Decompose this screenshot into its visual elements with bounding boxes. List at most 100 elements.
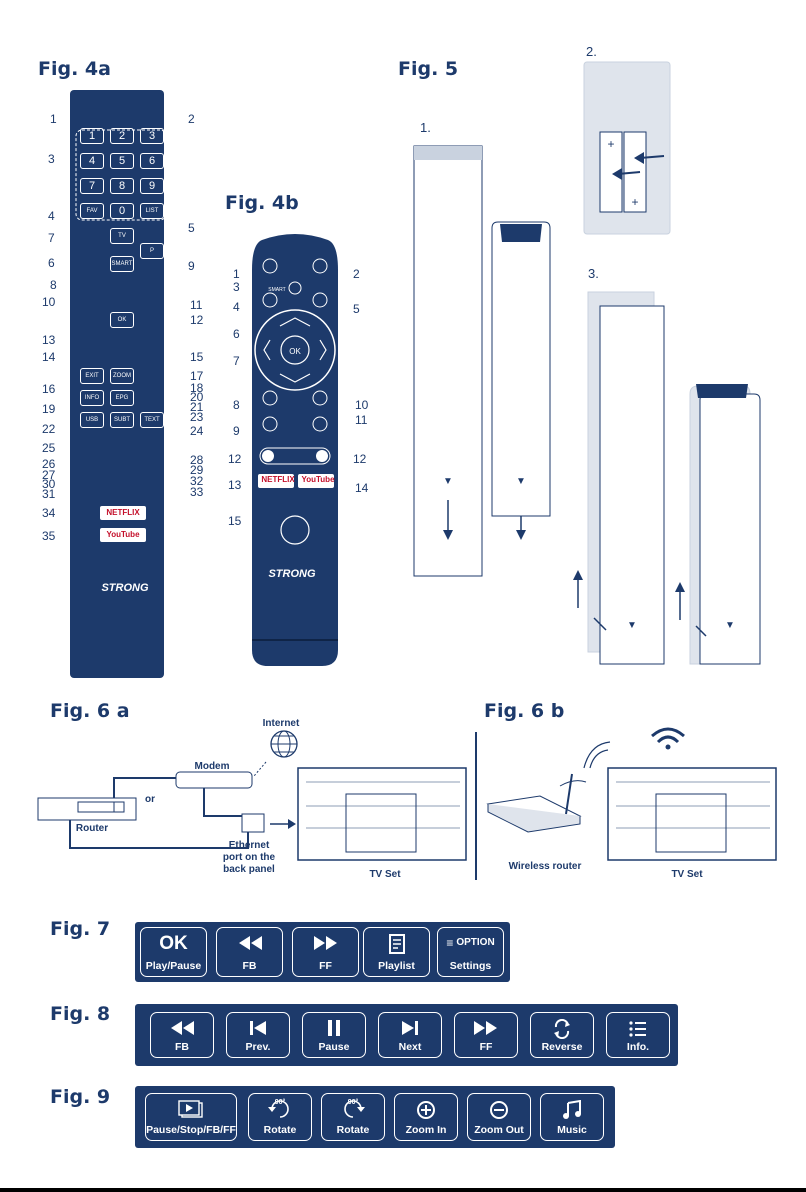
- fig4b-callout-16: 15: [228, 514, 242, 528]
- option-icon: ≡OPTION: [446, 936, 495, 950]
- fig4b-netflix: NETFLIX: [261, 475, 295, 484]
- fig4a-callout-8: 9: [188, 259, 195, 273]
- fig4b-callout-6: 6: [233, 327, 240, 341]
- fig4a-callout-17: 16: [42, 382, 56, 396]
- fig4b-callout-7: 7: [233, 354, 240, 368]
- fig7-ff-label: FF: [319, 960, 332, 972]
- fig7-playlist-label: Playlist: [378, 960, 415, 972]
- fig4a-callout-28: 29: [190, 463, 204, 477]
- prev-icon: [227, 1019, 289, 1037]
- fig7-play-pause-button[interactable]: OK Play/Pause: [140, 927, 207, 977]
- fig9-zoom-out-button[interactable]: Zoom Out: [467, 1093, 531, 1141]
- fig4a-callout-23: 22: [42, 422, 56, 436]
- fig9-rotate-left-button[interactable]: 90°Rotate: [248, 1093, 312, 1141]
- fig4a-callout-13: 13: [42, 333, 56, 347]
- zoomout-icon: [468, 1100, 530, 1120]
- fig8-next-button[interactable]: Next: [378, 1012, 442, 1058]
- svg-text:▼: ▼: [725, 620, 735, 631]
- rotl-icon: [249, 1100, 311, 1118]
- fig7-fb-button[interactable]: FB: [216, 927, 283, 977]
- fig8-info-button[interactable]: Info.: [606, 1012, 670, 1058]
- fig8-pause-button[interactable]: Pause: [302, 1012, 366, 1058]
- fig9-zoom-in-button[interactable]: Zoom In: [394, 1093, 458, 1141]
- ok-icon: OK: [141, 934, 206, 954]
- fig4a-key-tv: TV: [110, 228, 134, 244]
- fig7-play-pause-label: Play/Pause: [145, 960, 202, 972]
- fig4a-key-k-6: 6: [140, 153, 164, 169]
- fig4a-key-info: INFO: [80, 390, 104, 406]
- fig4a-callout-30: 30: [42, 477, 56, 491]
- fig6b-wireless-diagram: [486, 727, 777, 861]
- fig7-play-pause-top-text: OK: [159, 933, 188, 954]
- fig8-title: Fig. 8: [50, 1003, 111, 1025]
- fig6a-tvset: TV Set: [369, 869, 401, 880]
- fig7-ff-button[interactable]: FF: [292, 927, 359, 977]
- info-icon: [607, 1019, 669, 1039]
- modem-icon: [175, 771, 253, 789]
- pss-icon: [146, 1100, 236, 1118]
- fig4a-key-k-2: 2: [110, 128, 134, 144]
- fig8-prev-button[interactable]: Prev.: [226, 1012, 290, 1058]
- fig9-music-button[interactable]: Music: [540, 1093, 604, 1141]
- fig4a-callout-16: 17: [190, 369, 204, 383]
- fig9-pause-stop-fb-ff-button[interactable]: Pause/Stop/FB/FF: [145, 1093, 237, 1141]
- fig4b-callout-14: 13: [228, 478, 242, 492]
- fig4b-callout-3: 3: [233, 280, 240, 294]
- fig4a-title: Fig. 4a: [38, 58, 111, 80]
- fb-icon: [217, 934, 282, 952]
- fig4b-callout-13: 12: [353, 452, 367, 466]
- fig8-ff-label: FF: [479, 1041, 493, 1053]
- fig4a-key-subt: SUBT: [110, 412, 134, 428]
- fig8-info-label: Info.: [626, 1041, 650, 1053]
- fig4a-callout-12: 12: [190, 313, 204, 327]
- fig6b-tvset: TV Set: [671, 869, 703, 880]
- fig6a-router: Router: [75, 823, 109, 834]
- fig4a-brand: STRONG: [101, 582, 149, 594]
- fig4a-key-k-7: 7: [80, 178, 104, 194]
- fig4a-callout-20: 19: [42, 402, 56, 416]
- fig4a-key-usb: USB: [80, 412, 104, 428]
- fig4a-key-fav: FAV: [80, 203, 104, 219]
- fig8-ff-button[interactable]: FF: [454, 1012, 518, 1058]
- fig4b-smart: SMART: [268, 287, 286, 293]
- fig8-fb-button[interactable]: FB: [150, 1012, 214, 1058]
- fig7-title: Fig. 7: [50, 918, 111, 940]
- fig6a-ethernet-line2: port on the: [222, 852, 276, 863]
- fig7-playlist-button[interactable]: Playlist: [363, 927, 430, 977]
- fig9-rotate-right-button[interactable]: 90°Rotate: [321, 1093, 385, 1141]
- fig4a-key-k-0: 0: [110, 203, 134, 219]
- fig4a-callout-7: 6: [48, 256, 55, 270]
- fig4b-brand: STRONG: [268, 568, 316, 580]
- fig4a-callout-25: 25: [42, 441, 56, 455]
- fig9-music-label: Music: [557, 1124, 587, 1136]
- next-icon: [379, 1019, 441, 1037]
- fig6a-network-diagram: [37, 730, 467, 861]
- fig6a-internet: Internet: [262, 718, 300, 729]
- fig5-step2: 2.: [586, 44, 597, 59]
- fig4a-callout-6: 7: [48, 231, 55, 245]
- fig4a-callout-33: 33: [190, 485, 204, 499]
- svg-text:+: +: [631, 195, 638, 209]
- fig9-zoom-out-label: Zoom Out: [474, 1124, 524, 1136]
- fig6-divider: [475, 732, 477, 880]
- fig8-reverse-button[interactable]: Reverse: [530, 1012, 594, 1058]
- fig4a-callout-15: 15: [190, 350, 204, 364]
- fig4a-callout-24: 24: [190, 424, 204, 438]
- fig4a-callout-19: 20: [190, 390, 204, 404]
- fig9-rotate-left-label: Rotate: [263, 1124, 297, 1136]
- music-icon: [541, 1100, 603, 1120]
- fig4a-key-k-8: 8: [110, 178, 134, 194]
- fig4b-callout-1: 1: [233, 267, 240, 281]
- fig5-battery-diagram: ▼ ▼ + + ▼ ▼: [413, 61, 761, 665]
- wifi-icon: [651, 727, 685, 738]
- svg-text:OK: OK: [289, 347, 301, 356]
- fig4b-title: Fig. 4b: [225, 192, 299, 214]
- fig4a-callout-35: 35: [42, 529, 56, 543]
- fig8-fb-label: FB: [175, 1041, 189, 1053]
- fig4a-callout-34: 34: [42, 506, 56, 520]
- fig4a-key-text: TEXT: [140, 412, 164, 428]
- fig4a-key-k-3: 3: [140, 128, 164, 144]
- fig6a-modem: Modem: [194, 761, 230, 772]
- rotr-icon: [322, 1100, 384, 1118]
